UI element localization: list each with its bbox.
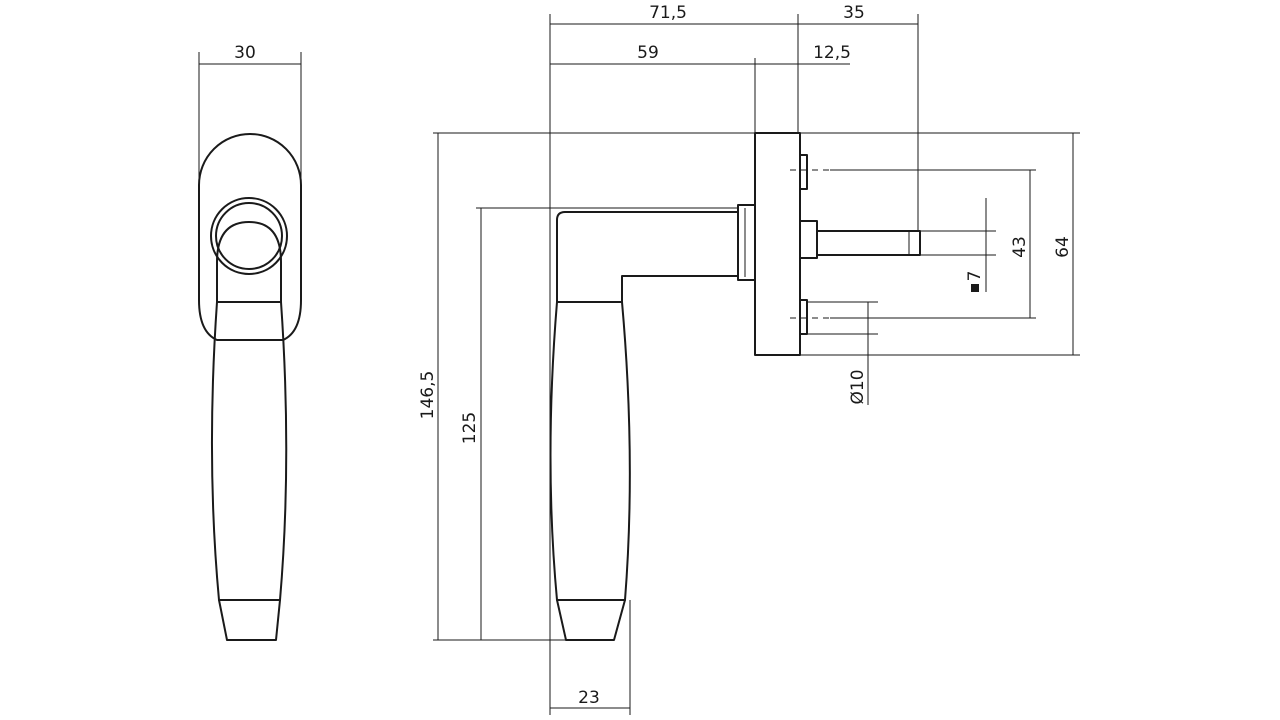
side-rosette [754,132,801,356]
front-rosette [198,133,302,341]
dim-spindle-length: 35 [843,3,865,23]
dim-screw-spacing: 43 [1010,236,1030,258]
square-symbol-icon [971,284,979,292]
front-neck-ring-inner [215,202,283,270]
dim-handle-reach: 59 [637,43,659,63]
side-screw-bottom [799,299,808,335]
dim-grip-thickness: 23 [578,688,600,708]
dim-lever-height: 125 [460,412,480,444]
side-view [549,132,921,641]
dim-rosette-height: 64 [1053,236,1073,258]
side-grip [549,301,631,641]
side-screw-top [799,154,808,190]
front-grip [210,301,288,641]
dim-rosette-thickness: 12,5 [813,43,851,63]
dim-front-width: 30 [234,43,256,63]
side-lever [556,211,739,303]
side-neck-collar [737,204,756,281]
dimension-lines [198,14,1080,715]
front-neck [216,221,282,303]
side-spindle-base [799,220,818,259]
dim-total-height: 146,5 [418,371,438,420]
dim-total-depth: 71,5 [649,3,687,23]
side-spindle [816,230,921,256]
dim-spindle-square: 7 [965,271,985,282]
front-neck-ring-outer [210,197,288,275]
front-view [198,133,302,641]
dim-screw-diameter: Ø10 [848,369,868,404]
